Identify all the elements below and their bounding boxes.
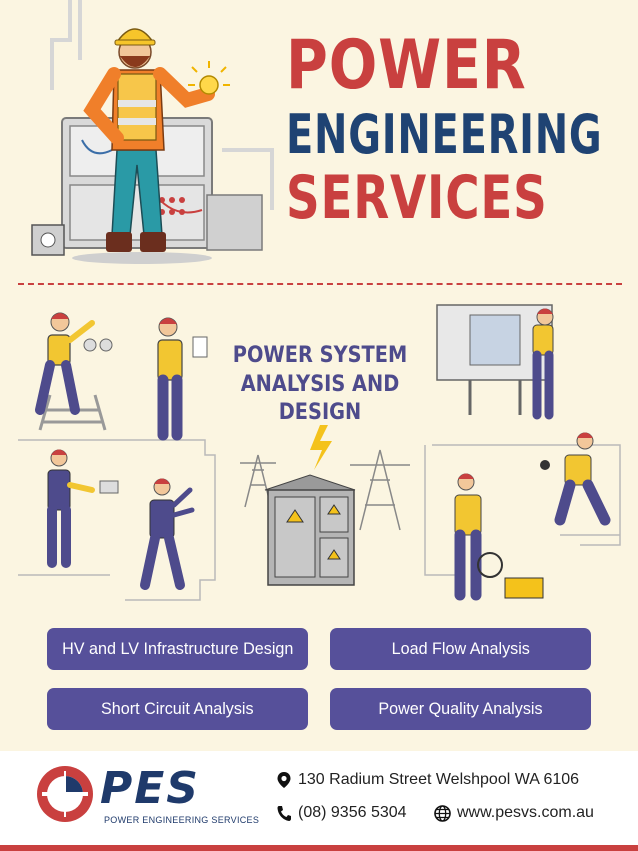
worker-ladder [35,312,113,431]
address: 130 Radium Street Welshpool WA 6106 [276,771,579,789]
footer-accent-bar [0,845,638,851]
lightning-bolt-icon [310,425,332,470]
service-power-quality: Power Quality Analysis [330,688,591,730]
section-heading: POWER SYSTEM ANALYSIS AND DESIGN [200,342,440,428]
worker-kneeling [540,432,611,526]
poster-title: POWER ENGINEERING SERVICES [286,26,626,233]
switch-panel [436,304,554,420]
section-heading-line1: POWER SYSTEM [232,343,408,368]
website: www.pesvs.com.au [434,804,594,822]
switchgear-cabinet [264,474,356,586]
footer: PES POWER ENGINEERING SERVICES 130 Radiu… [0,751,638,851]
service-label: Power Quality Analysis [378,699,543,718]
worker-multimeter [47,449,119,568]
website-link[interactable]: www.pesvs.com.au [457,804,594,821]
service-label: HV and LV Infrastructure Design [61,639,294,658]
phone-icon [277,806,291,821]
workers-illustration [18,304,621,601]
worker-gloves [140,478,195,590]
service-label: Load Flow Analysis [391,639,530,658]
pes-logo-icon [37,766,93,822]
globe-icon [434,804,451,822]
logo-wordmark: PES [100,763,200,814]
title-line-power: POWER [286,26,527,105]
phone: (08) 9356 5304 [276,804,407,822]
section-heading-line2: ANALYSIS AND DESIGN [240,371,400,426]
worker-cable [454,473,544,601]
phone-text[interactable]: (08) 9356 5304 [298,804,407,821]
address-text: 130 Radium Street Welshpool WA 6106 [298,771,580,788]
service-short-circuit: Short Circuit Analysis [47,688,308,730]
service-label: Short Circuit Analysis [101,699,254,718]
location-pin-icon [277,772,291,788]
service-load-flow: Load Flow Analysis [330,628,591,670]
dashed-divider [18,283,622,285]
title-line-services: SERVICES [286,163,548,233]
engineer-hero-illustration [31,0,274,264]
service-hv-lv-design: HV and LV Infrastructure Design [47,628,308,670]
logo-subtitle: POWER ENGINEERING SERVICES [104,815,260,825]
title-line-engineering: ENGINEERING [286,103,603,166]
worker-clipboard [157,317,208,441]
